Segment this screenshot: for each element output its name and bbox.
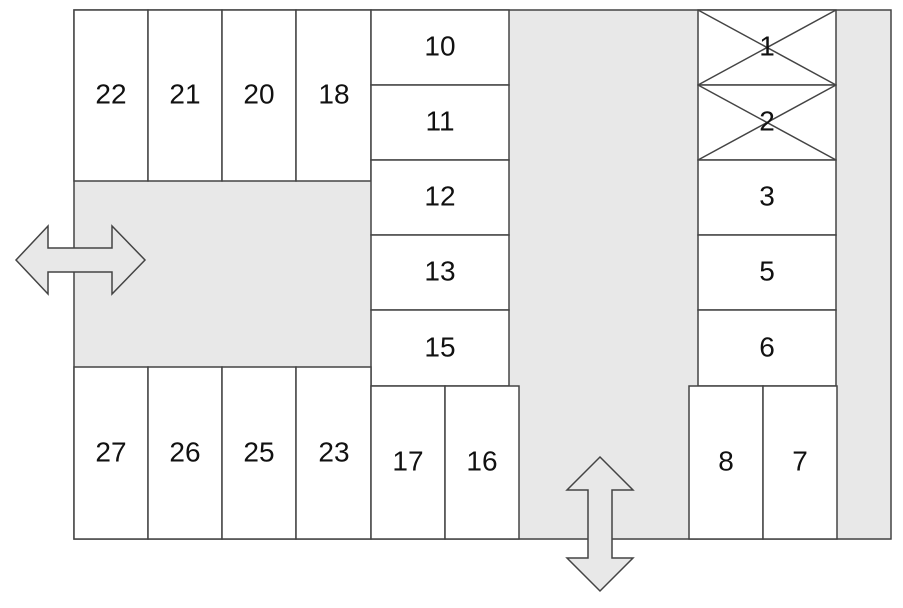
parking-space-15[interactable]: 15	[370, 309, 510, 387]
svg-text:22: 22	[95, 78, 126, 109]
svg-text:5: 5	[759, 255, 775, 286]
parking-space-12[interactable]: 12	[370, 159, 510, 236]
svg-text:18: 18	[318, 78, 349, 109]
center-aisle	[509, 10, 698, 540]
parking-space-25[interactable]: 25	[221, 366, 297, 540]
parking-space-22[interactable]: 22	[73, 9, 149, 182]
parking-space-6[interactable]: 6	[697, 309, 837, 387]
svg-text:13: 13	[424, 255, 455, 286]
parking-space-3[interactable]: 3	[697, 159, 837, 236]
parking-space-27[interactable]: 27	[73, 366, 149, 540]
svg-text:2: 2	[759, 105, 775, 136]
parking-space-26[interactable]: 26	[147, 366, 223, 540]
parking-space-18[interactable]: 18	[295, 9, 372, 182]
svg-text:21: 21	[169, 78, 200, 109]
svg-text:25: 25	[243, 436, 274, 467]
svg-text:10: 10	[424, 30, 455, 61]
parking-space-23[interactable]: 23	[295, 366, 372, 540]
svg-text:20: 20	[243, 78, 274, 109]
svg-text:7: 7	[792, 445, 808, 476]
parking-space-10[interactable]: 10	[370, 9, 510, 86]
parking-space-11[interactable]: 11	[370, 84, 510, 161]
svg-text:26: 26	[169, 436, 200, 467]
svg-text:27: 27	[95, 436, 126, 467]
svg-text:23: 23	[318, 436, 349, 467]
svg-text:11: 11	[425, 105, 454, 136]
parking-space-2-blocked: 2	[697, 84, 837, 161]
parking-space-21[interactable]: 21	[147, 9, 223, 182]
parking-space-7[interactable]: 7	[762, 385, 838, 540]
svg-text:15: 15	[424, 331, 455, 362]
parking-space-20[interactable]: 20	[221, 9, 297, 182]
parking-space-16[interactable]: 16	[444, 385, 520, 540]
parking-space-5[interactable]: 5	[697, 234, 837, 311]
svg-text:1: 1	[759, 30, 775, 61]
parking-space-8[interactable]: 8	[688, 385, 764, 540]
svg-text:8: 8	[718, 445, 734, 476]
double-arrow-vertical-icon[interactable]	[565, 455, 635, 593]
parking-space-17[interactable]: 17	[370, 385, 446, 540]
right-strip	[836, 10, 891, 540]
double-arrow-horizontal-icon[interactable]	[14, 224, 147, 296]
svg-text:17: 17	[392, 445, 423, 476]
svg-text:16: 16	[466, 445, 497, 476]
svg-text:3: 3	[759, 180, 775, 211]
svg-text:12: 12	[424, 180, 455, 211]
svg-text:6: 6	[759, 331, 775, 362]
parking-space-13[interactable]: 13	[370, 234, 510, 311]
parking-space-1-blocked: 1	[697, 9, 837, 86]
